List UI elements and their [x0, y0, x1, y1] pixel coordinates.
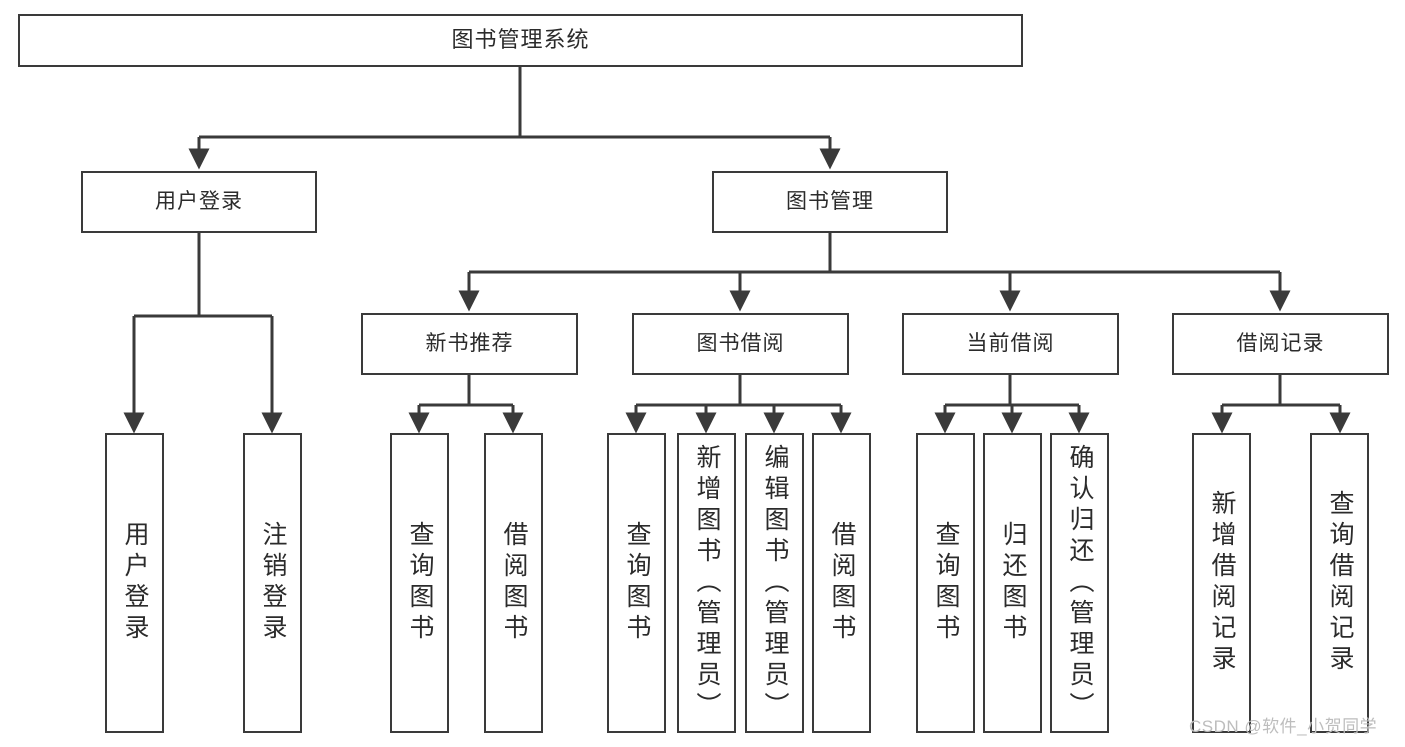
leaf-current-borrow-confirm-return[interactable]: 确认归还（管理员）	[1050, 433, 1109, 733]
node-label: 注销登录	[259, 521, 287, 645]
node-label: 编辑图书（管理员）	[761, 443, 789, 723]
node-current-borrow[interactable]: 当前借阅	[902, 313, 1119, 375]
node-label: 用户登录	[155, 190, 243, 214]
node-borrow-record[interactable]: 借阅记录	[1172, 313, 1389, 375]
node-label: 查询图书	[406, 521, 434, 645]
node-new-book-recommend[interactable]: 新书推荐	[361, 313, 578, 375]
node-label: 新书推荐	[425, 332, 514, 356]
node-label: 归还图书	[999, 521, 1027, 645]
leaf-book-borrow-borrow[interactable]: 借阅图书	[812, 433, 871, 733]
node-book-management[interactable]: 图书管理	[712, 171, 948, 233]
leaf-new-book-query[interactable]: 查询图书	[390, 433, 449, 733]
leaf-current-borrow-return[interactable]: 归还图书	[983, 433, 1042, 733]
node-label: 借阅记录	[1236, 332, 1325, 356]
node-label: 图书借阅	[696, 332, 785, 356]
leaf-book-borrow-add[interactable]: 新增图书（管理员）	[677, 433, 736, 733]
leaf-user-login-logout[interactable]: 注销登录	[243, 433, 302, 733]
node-label: 新增借阅记录	[1208, 490, 1236, 676]
node-label: 借阅图书	[828, 521, 856, 645]
node-label: 新增图书（管理员）	[693, 443, 721, 723]
node-book-borrow[interactable]: 图书借阅	[632, 313, 849, 375]
node-label: 当前借阅	[966, 332, 1055, 356]
node-label: 查询图书	[932, 521, 960, 645]
leaf-new-book-borrow[interactable]: 借阅图书	[484, 433, 543, 733]
node-label: 借阅图书	[500, 521, 528, 645]
leaf-borrow-record-add[interactable]: 新增借阅记录	[1192, 433, 1251, 733]
node-label: 图书管理	[786, 190, 874, 214]
node-label: 确认归还（管理员）	[1066, 443, 1094, 723]
node-label: 用户登录	[121, 521, 149, 645]
node-label: 查询借阅记录	[1326, 490, 1354, 676]
node-user-login[interactable]: 用户登录	[81, 171, 317, 233]
node-label: 查询图书	[623, 521, 651, 645]
leaf-book-borrow-edit[interactable]: 编辑图书（管理员）	[745, 433, 804, 733]
leaf-current-borrow-query[interactable]: 查询图书	[916, 433, 975, 733]
leaf-user-login-login[interactable]: 用户登录	[105, 433, 164, 733]
leaf-book-borrow-query[interactable]: 查询图书	[607, 433, 666, 733]
node-root-system[interactable]: 图书管理系统	[18, 14, 1023, 67]
node-label: 图书管理系统	[451, 27, 590, 53]
leaf-borrow-record-query[interactable]: 查询借阅记录	[1310, 433, 1369, 733]
